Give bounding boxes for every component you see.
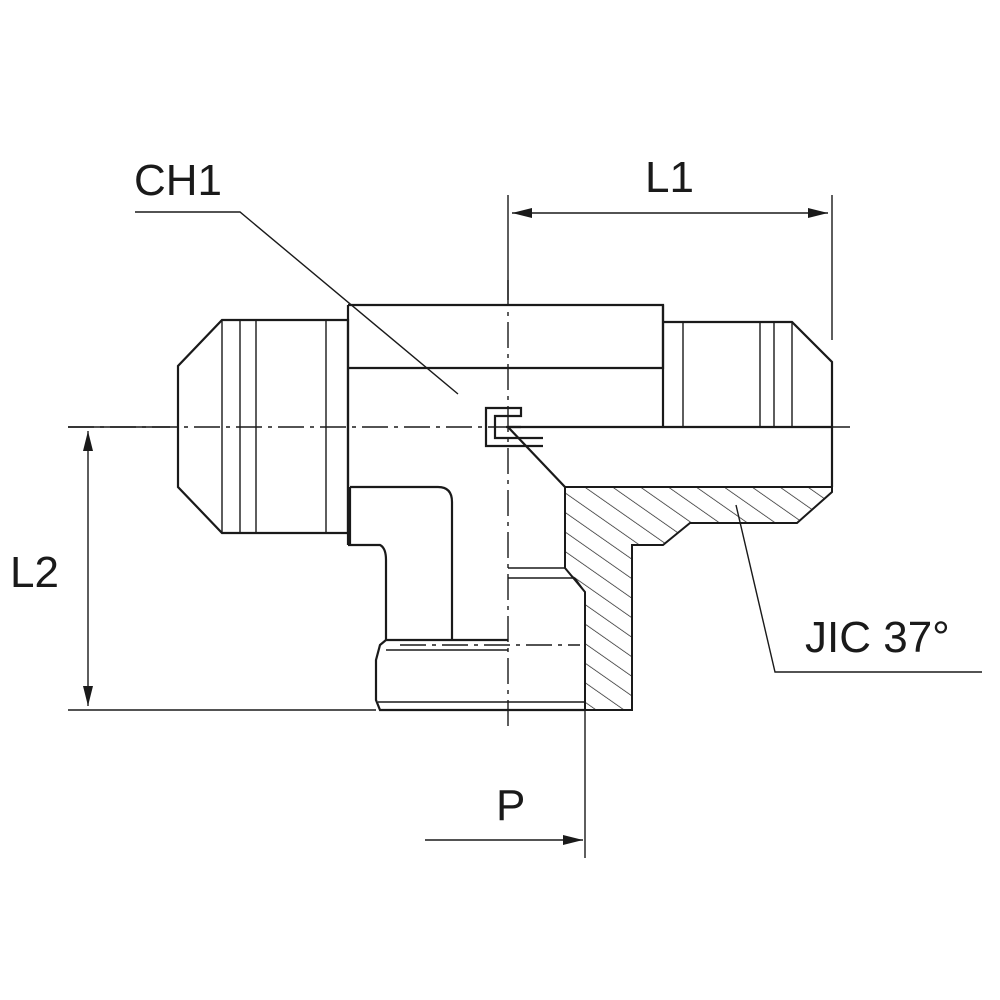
e-symbol	[484, 406, 543, 448]
label-jic: JIC 37°	[805, 613, 950, 662]
right-section	[507, 425, 834, 711]
right-jic-end	[663, 320, 834, 427]
label-p: P	[496, 781, 525, 830]
dimension-p	[425, 710, 586, 858]
left-jic-end	[176, 318, 350, 535]
dimension-l1	[507, 195, 833, 340]
label-l1: L1	[645, 153, 694, 202]
label-ch1: CH1	[134, 156, 222, 205]
leader-lines	[135, 211, 982, 673]
lower-branch	[348, 485, 585, 712]
label-l2: L2	[10, 548, 59, 597]
body-hex	[346, 303, 665, 545]
dimension-l2	[68, 426, 376, 711]
